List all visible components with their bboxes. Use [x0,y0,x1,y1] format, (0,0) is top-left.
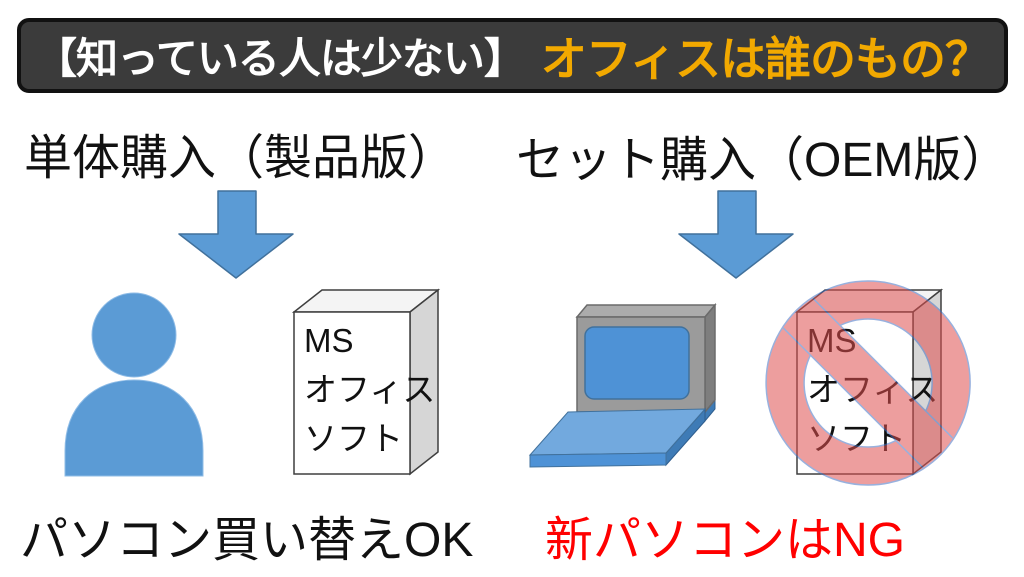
software-box-label: MS オフィス ソフト [304,316,464,463]
title-highlight: オフィスは誰のもの？ [540,32,991,85]
title-bar: 【知っている人は少ない】 オフィスは誰のもの？ [17,18,1008,93]
software-box-icon: MS オフィス ソフト [291,286,442,476]
right-column-heading: セット購入（OEM版） [516,134,1010,187]
person-icon [64,292,204,477]
software-box-shape [291,288,441,476]
left-result-caption: パソコン買い替えOK [20,514,474,567]
box-line-3: ソフト [304,420,403,457]
box-line-2: オフィス [304,371,436,408]
box-line-1: MS [304,322,354,359]
laptop-icon [528,302,717,468]
down-arrow-icon [678,190,794,279]
down-arrow-icon [178,190,294,279]
prohibition-icon [765,280,971,486]
left-column-heading: 単体購入（製品版） [24,132,457,185]
right-result-caption: 新パソコンはNG [545,514,906,567]
title-prefix: 【知っている人は少ない】 [35,35,526,82]
